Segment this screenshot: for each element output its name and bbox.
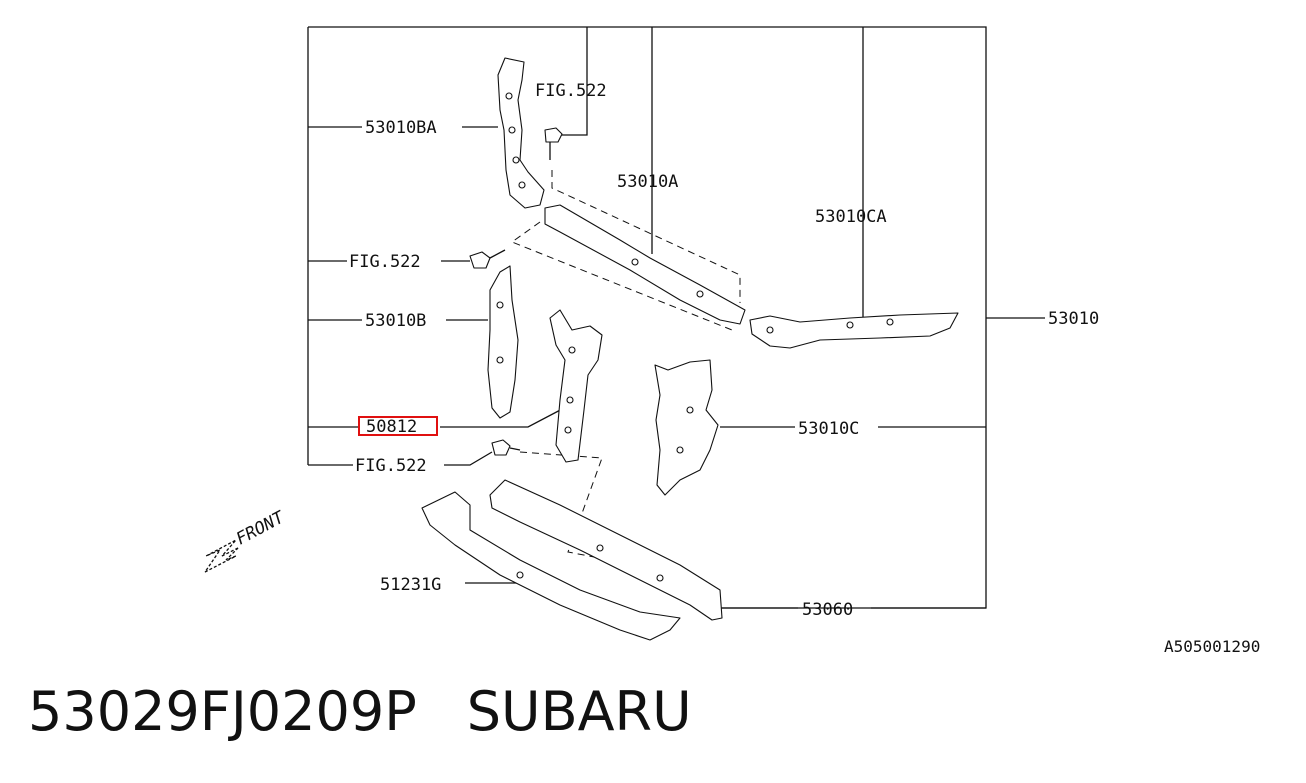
label-53010[interactable]: 53010 <box>1048 309 1099 329</box>
label-fig522-low[interactable]: FIG.522 <box>355 456 427 476</box>
part-53010C[interactable] <box>654 359 719 496</box>
label-53010A[interactable]: 53010A <box>617 172 678 192</box>
part-53010CA[interactable] <box>749 312 959 349</box>
assembly-dashes <box>510 170 741 561</box>
part-53010B[interactable] <box>487 265 519 419</box>
label-fig522-mid[interactable]: FIG.522 <box>349 252 421 272</box>
label-front: FRONT <box>233 507 289 550</box>
part-53060[interactable] <box>489 479 723 621</box>
frame-lines <box>307 26 1045 609</box>
part-50812[interactable] <box>549 309 603 463</box>
front-arrow-icon <box>204 539 239 573</box>
label-51231G[interactable]: 51231G <box>380 575 441 595</box>
footer-title: 53029FJ0209P SUBARU <box>28 680 742 743</box>
part-53010A[interactable] <box>544 204 746 325</box>
bolt-low <box>491 439 521 456</box>
label-50812[interactable]: 50812 <box>366 417 417 437</box>
label-53060[interactable]: 53060 <box>802 600 853 620</box>
part-51231G[interactable] <box>421 491 681 641</box>
brand-name: SUBARU <box>466 680 692 743</box>
label-53010B[interactable]: 53010B <box>365 311 426 331</box>
bolt-mid <box>469 249 506 269</box>
part-number: 53029FJ0209P <box>28 680 417 743</box>
illustration-code: A505001290 <box>1164 637 1260 656</box>
label-53010C[interactable]: 53010C <box>798 419 859 439</box>
label-53010BA[interactable]: 53010BA <box>365 118 437 138</box>
label-53010CA[interactable]: 53010CA <box>815 207 887 227</box>
highlight-box <box>358 416 438 436</box>
label-fig522-top[interactable]: FIG.522 <box>535 81 607 101</box>
bolt-top <box>544 127 563 160</box>
part-53010BA[interactable] <box>497 57 545 209</box>
